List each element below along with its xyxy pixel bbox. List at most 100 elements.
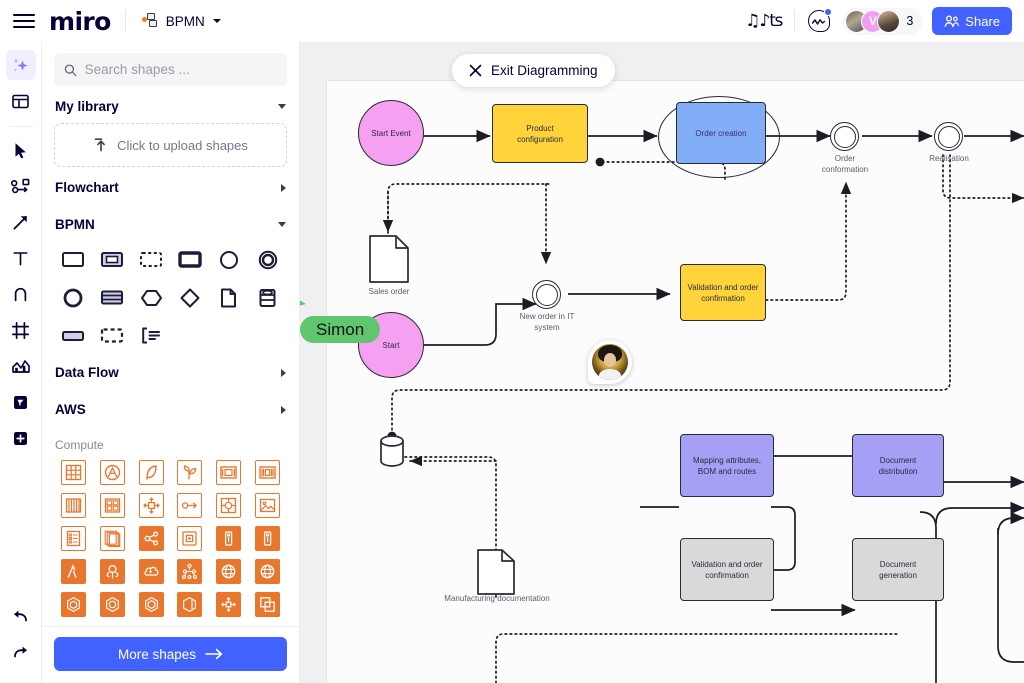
aws-outpost-server-icon[interactable] xyxy=(248,526,287,551)
more-tool[interactable] xyxy=(6,423,36,453)
aws-hex-circle-icon[interactable] xyxy=(93,592,132,617)
aws-ec2-icon[interactable] xyxy=(54,460,93,485)
aws-leaf-icon[interactable] xyxy=(132,460,171,485)
node-mapping-attributes[interactable]: Mapping attributes,BOM and routes xyxy=(680,434,774,497)
bpmn-database-icon[interactable] xyxy=(248,281,287,314)
hamburger-menu-icon[interactable] xyxy=(13,10,35,32)
node-manufacturing-documentation[interactable] xyxy=(476,548,516,596)
aws-multi-instance-icon[interactable] xyxy=(93,493,132,518)
avatar[interactable] xyxy=(877,9,901,33)
more-shapes-button[interactable]: More shapes xyxy=(54,637,287,671)
pen-tool[interactable] xyxy=(6,279,36,309)
aws-globe-alt-icon[interactable] xyxy=(248,559,287,584)
aws-server-rack-icon[interactable] xyxy=(209,460,248,485)
collaborator-avatars[interactable]: V 3 xyxy=(843,7,923,35)
text-tool[interactable] xyxy=(6,243,36,273)
collaborator-avatar-bubble[interactable] xyxy=(588,340,632,384)
aws-connector-icon[interactable] xyxy=(170,493,209,518)
node-new-order-it-system[interactable] xyxy=(532,280,561,309)
ai-sparkle-tool[interactable] xyxy=(5,50,36,80)
shapes-panel: My library Click to upload shapes Flowch… xyxy=(42,42,300,683)
bpmn-task-icon[interactable] xyxy=(54,243,93,276)
node-sales-order[interactable] xyxy=(368,234,410,284)
aws-beanstalk-icon[interactable] xyxy=(93,559,132,584)
section-bpmn[interactable]: BPMN xyxy=(54,204,287,241)
bpmn-pool-icon[interactable] xyxy=(54,319,93,352)
aws-server-side-icon[interactable] xyxy=(248,460,287,485)
aws-graph-nodes-icon[interactable] xyxy=(132,526,171,551)
connection-tool[interactable] xyxy=(6,207,36,237)
section-my-library[interactable]: My library xyxy=(54,86,287,123)
exit-diagramming-label: Exit Diagramming xyxy=(491,63,598,78)
aws-lambda-filled-icon[interactable] xyxy=(54,559,93,584)
bpmn-gateway-diamond-icon[interactable] xyxy=(170,281,209,314)
aws-image-builder-icon[interactable] xyxy=(248,493,287,518)
chevron-right-icon xyxy=(281,405,286,414)
exit-diagramming-button[interactable]: Exit Diagramming xyxy=(452,54,615,87)
node-data-store[interactable] xyxy=(378,434,410,468)
node-order-creation[interactable]: Order creation xyxy=(676,102,766,164)
aws-list-icon[interactable] xyxy=(54,526,93,551)
share-button[interactable]: Share xyxy=(932,7,1012,35)
undo-arrow-icon xyxy=(14,610,27,621)
aws-chip-icon[interactable] xyxy=(170,526,209,551)
bpmn-annotation-icon[interactable] xyxy=(132,319,171,352)
aws-lambda-outline-icon[interactable] xyxy=(93,460,132,485)
bpmn-call-activity-icon[interactable] xyxy=(170,243,209,276)
frame-tool[interactable] xyxy=(6,315,36,345)
apps-tool[interactable] xyxy=(6,387,36,417)
bpmn-gateway-hexagon-icon[interactable] xyxy=(132,281,171,314)
node-realisation[interactable] xyxy=(934,122,963,151)
aws-globe-icon[interactable] xyxy=(209,559,248,584)
bpmn-end-event-icon[interactable] xyxy=(248,243,287,276)
caption-realisation: Realisation xyxy=(929,154,969,163)
aws-copy-icon[interactable] xyxy=(248,592,287,617)
aws-instances-icon[interactable] xyxy=(54,493,93,518)
aws-hex-outline-icon[interactable] xyxy=(132,592,171,617)
undo-button[interactable] xyxy=(6,601,36,631)
aws-batch-icon[interactable] xyxy=(170,559,209,584)
aws-outpost-rack-icon[interactable] xyxy=(209,526,248,551)
chart-tool[interactable] xyxy=(6,351,36,381)
aws-cube-icon[interactable] xyxy=(170,592,209,617)
chat-bubble-icon[interactable] xyxy=(807,8,833,33)
shapes-tool[interactable] xyxy=(6,171,36,201)
aws-move-icon[interactable] xyxy=(209,592,248,617)
select-tool[interactable] xyxy=(6,135,36,165)
section-data-flow[interactable]: Data Flow xyxy=(54,352,287,389)
section-flowchart[interactable]: Flowchart xyxy=(54,167,287,204)
bpmn-subprocess-icon[interactable] xyxy=(93,243,132,276)
section-aws[interactable]: AWS xyxy=(54,389,287,426)
search-input[interactable] xyxy=(84,62,277,77)
aws-registry-icon[interactable] xyxy=(209,493,248,518)
aws-hex-nested-icon[interactable] xyxy=(54,592,93,617)
aws-sprout-icon[interactable] xyxy=(170,460,209,485)
node-order-conformation[interactable] xyxy=(830,122,859,151)
redo-button[interactable] xyxy=(6,637,36,667)
bpmn-data-object-icon[interactable] xyxy=(209,281,248,314)
bpmn-start-event-icon[interactable] xyxy=(209,243,248,276)
upload-shapes-dropzone[interactable]: Click to upload shapes xyxy=(54,123,287,167)
template-grid-icon xyxy=(12,94,29,108)
search-shapes-box[interactable] xyxy=(54,53,287,86)
board-name-chip[interactable]: BPMN xyxy=(137,10,226,32)
templates-tool[interactable] xyxy=(6,86,36,116)
bpmn-data-store-icon[interactable] xyxy=(93,281,132,314)
aws-brain-cloud-icon[interactable] xyxy=(132,559,171,584)
bpmn-group-icon[interactable] xyxy=(93,319,132,352)
node-start-event[interactable]: Start Event xyxy=(358,100,424,166)
section-label: My library xyxy=(55,99,119,114)
cursor-arrow-icon xyxy=(15,142,26,158)
bpmn-intermediate-event-icon[interactable] xyxy=(54,281,93,314)
bpmn-adhoc-icon[interactable] xyxy=(132,243,171,276)
aws-autoscaling-icon[interactable] xyxy=(132,493,171,518)
aws-stack-list-icon[interactable] xyxy=(93,526,132,551)
music-notes-icon[interactable]: ♫♪ʦ xyxy=(745,11,783,31)
